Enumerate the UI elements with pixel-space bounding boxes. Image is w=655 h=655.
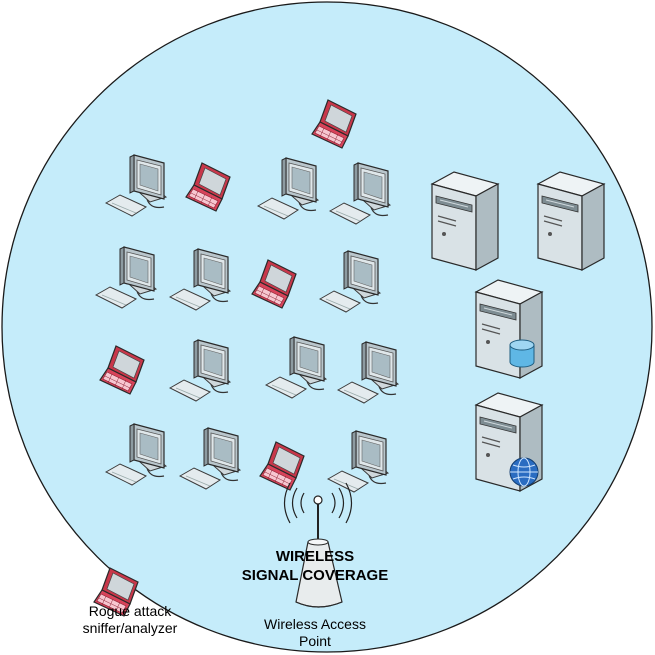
server-icon: [537, 171, 605, 271]
server-icon: [431, 171, 499, 271]
access-point-label: Wireless Access Point: [264, 616, 366, 649]
web-server-icon: [475, 392, 543, 492]
rogue-label: Rogue attack sniffer/analyzer: [82, 603, 178, 636]
coverage-label: WIRELESS SIGNAL COVERAGE: [241, 548, 389, 584]
database-server-icon: [475, 279, 543, 379]
wireless-access-point-icon: [283, 482, 353, 608]
